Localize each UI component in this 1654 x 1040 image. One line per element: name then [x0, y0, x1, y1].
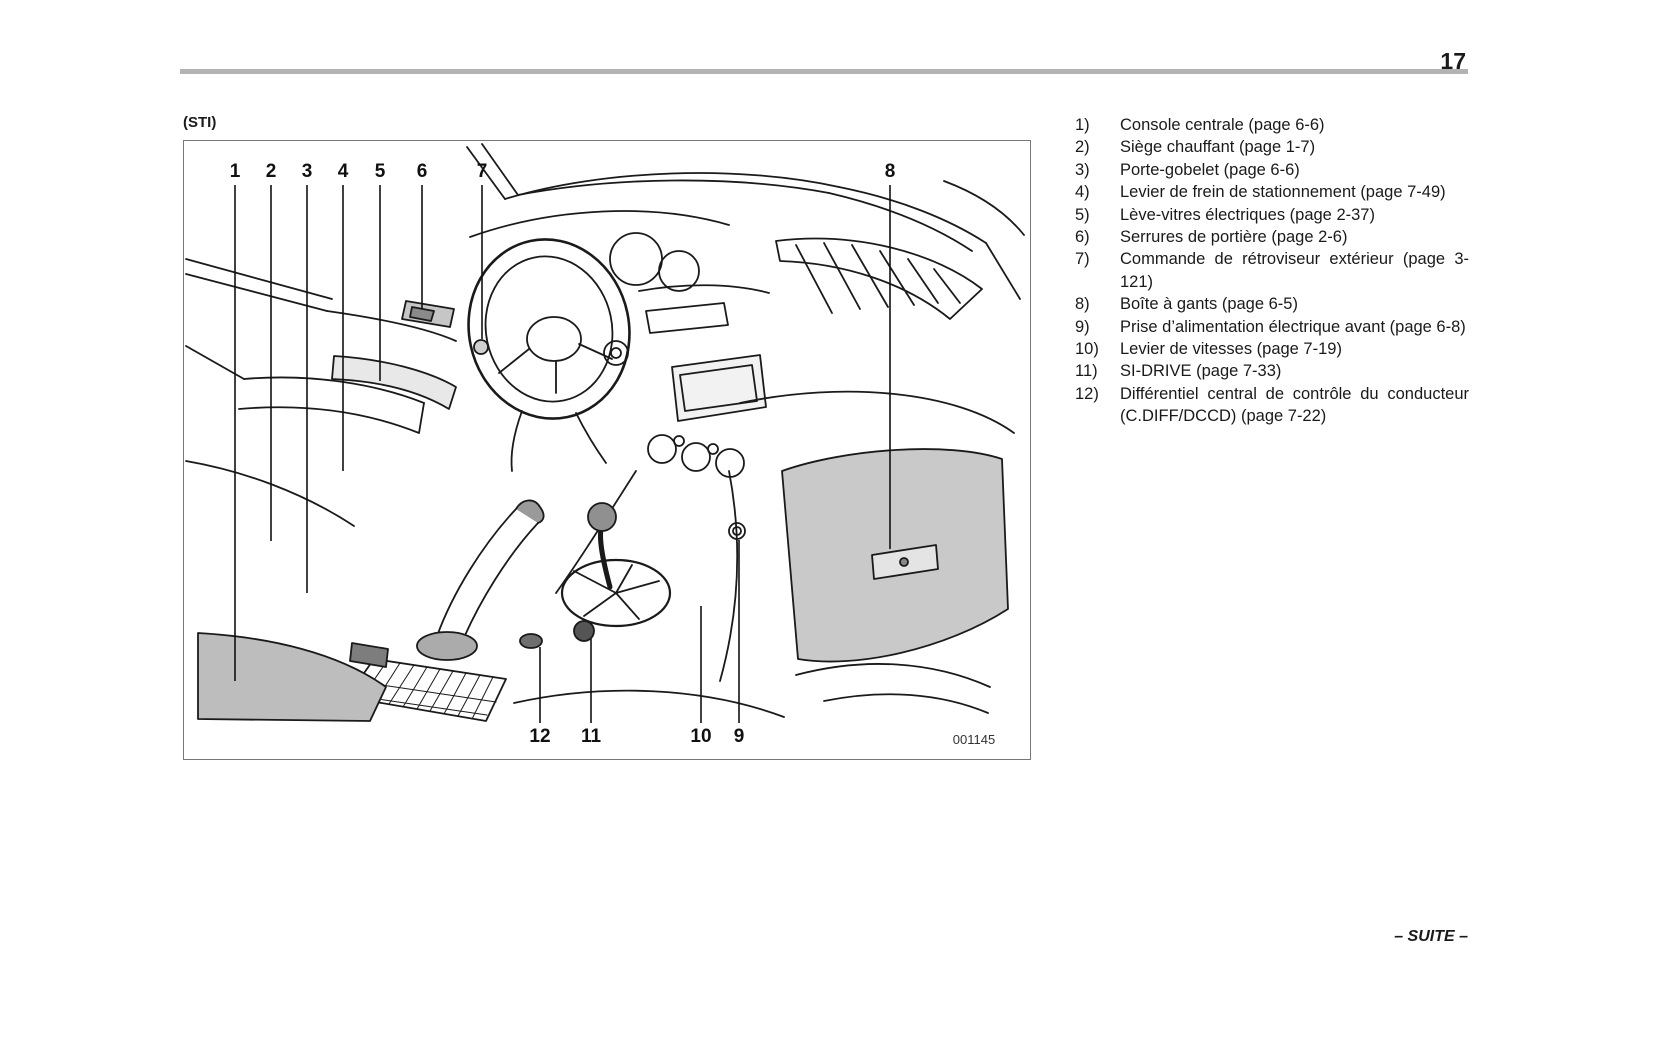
- glove-box: [781, 448, 1009, 663]
- figure-frame: 1 2 3 4 5 6 7 8 12 11 10 9 001145: [183, 140, 1031, 760]
- legend-item-text: Siège chauffant (page 1-7): [1120, 138, 1316, 157]
- gear-shifter: [560, 502, 672, 628]
- page-footer-suite: – SUITE –: [1394, 928, 1468, 945]
- legend-item-number: 5): [1075, 205, 1090, 224]
- dccd-control: [519, 633, 543, 649]
- legend-item-text: SI-DRIVE (page 7-33): [1120, 362, 1282, 381]
- legend-item-text: Lève-vitres électriques (page 2-37): [1120, 205, 1375, 224]
- center-stack: [603, 284, 770, 478]
- callout-2: 2: [266, 161, 277, 182]
- callout-8: 8: [885, 161, 896, 182]
- parking-brake-lever: [416, 499, 545, 661]
- legend-item: 9) Prise d’alimentation électrique avant…: [1075, 316, 1469, 338]
- legend-item: 3) Porte-gobelet (page 6-6): [1075, 159, 1469, 181]
- legend-item-number: 7): [1075, 250, 1090, 269]
- legend-item-text: Levier de vitesses (page 7-19): [1120, 340, 1342, 359]
- legend-item-number: 8): [1075, 295, 1090, 314]
- legend-item: 10) Levier de vitesses (page 7-19): [1075, 338, 1469, 360]
- mirror-control-switch: [473, 339, 489, 355]
- legend-item: 1) Console centrale (page 6-6): [1075, 114, 1469, 136]
- interior-diagram: 1 2 3 4 5 6 7 8 12 11 10 9 001145: [185, 143, 1025, 747]
- legend-item: 7) Commande de rétroviseur extérieur (pa…: [1075, 248, 1469, 293]
- legend-item-text: Boîte à gants (page 6-5): [1120, 295, 1298, 314]
- instrument-cluster: [469, 210, 730, 292]
- door-armrest: [331, 355, 457, 410]
- legend-item-number: 11): [1075, 362, 1098, 381]
- legend-item: 2) Siège chauffant (page 1-7): [1075, 136, 1469, 158]
- legend-item-text: Serrures de portière (page 2-6): [1120, 228, 1348, 247]
- header-rule: [180, 69, 1468, 74]
- figure-label: (STI): [183, 114, 217, 131]
- diagram-art: [185, 143, 1025, 722]
- steering-wheel: [467, 238, 631, 472]
- legend-item: 8) Boîte à gants (page 6-5): [1075, 293, 1469, 315]
- windshield-pillars: [466, 143, 1025, 300]
- legend-item-number: 2): [1075, 138, 1090, 157]
- callout-5: 5: [375, 161, 386, 182]
- callout-12: 12: [529, 726, 550, 747]
- legend-item-text: Porte-gobelet (page 6-6): [1120, 160, 1300, 179]
- si-drive-knob: [573, 620, 595, 642]
- callout-numbers: 1 2 3 4 5 6 7 8 12 11 10 9: [230, 161, 896, 747]
- callout-4: 4: [338, 161, 349, 182]
- power-outlet: [728, 522, 746, 540]
- driver-seat: [197, 632, 389, 722]
- legend-item-number: 1): [1075, 116, 1090, 134]
- legend-item: 5) Lève-vitres électriques (page 2-37): [1075, 204, 1469, 226]
- legend-item: 12) Différentiel central de contrôle du …: [1075, 383, 1469, 428]
- callout-3: 3: [302, 161, 313, 182]
- legend-item-text: Commande de rétroviseur extérieur (page …: [1120, 250, 1469, 291]
- figure-image-code: 001145: [953, 732, 995, 747]
- callout-leader-lines: [234, 185, 891, 723]
- legend-item-text: Console centrale (page 6-6): [1120, 116, 1325, 134]
- legend-item-text: Différentiel central de contrôle du cond…: [1120, 384, 1469, 426]
- legend-item-number: 12): [1075, 384, 1099, 403]
- callout-7: 7: [477, 161, 488, 182]
- legend-item: 11) SI-DRIVE (page 7-33): [1075, 360, 1469, 382]
- callout-11: 11: [581, 726, 602, 747]
- legend-item-number: 4): [1075, 183, 1090, 202]
- window-switch-panel: [401, 300, 455, 328]
- legend-item-number: 10): [1075, 340, 1099, 359]
- callout-1: 1: [230, 161, 241, 182]
- legend-item: 4) Levier de frein de stationnement (pag…: [1075, 181, 1469, 203]
- legend-item: 6) Serrures de portière (page 2-6): [1075, 226, 1469, 248]
- legend-item-number: 9): [1075, 317, 1090, 336]
- dash-grille: [775, 237, 983, 320]
- legend-item-text: Levier de frein de stationnement (page 7…: [1120, 183, 1446, 202]
- callout-6: 6: [417, 161, 428, 182]
- callout-9: 9: [734, 726, 745, 747]
- legend-item-number: 3): [1075, 160, 1090, 179]
- legend-list: 1) Console centrale (page 6-6) 2) Siège …: [1075, 114, 1469, 428]
- legend-item-text: Prise d’alimentation électrique avant (p…: [1120, 317, 1466, 336]
- page-number: 17: [1440, 48, 1466, 74]
- legend-item-number: 6): [1075, 228, 1090, 247]
- callout-10: 10: [690, 726, 711, 747]
